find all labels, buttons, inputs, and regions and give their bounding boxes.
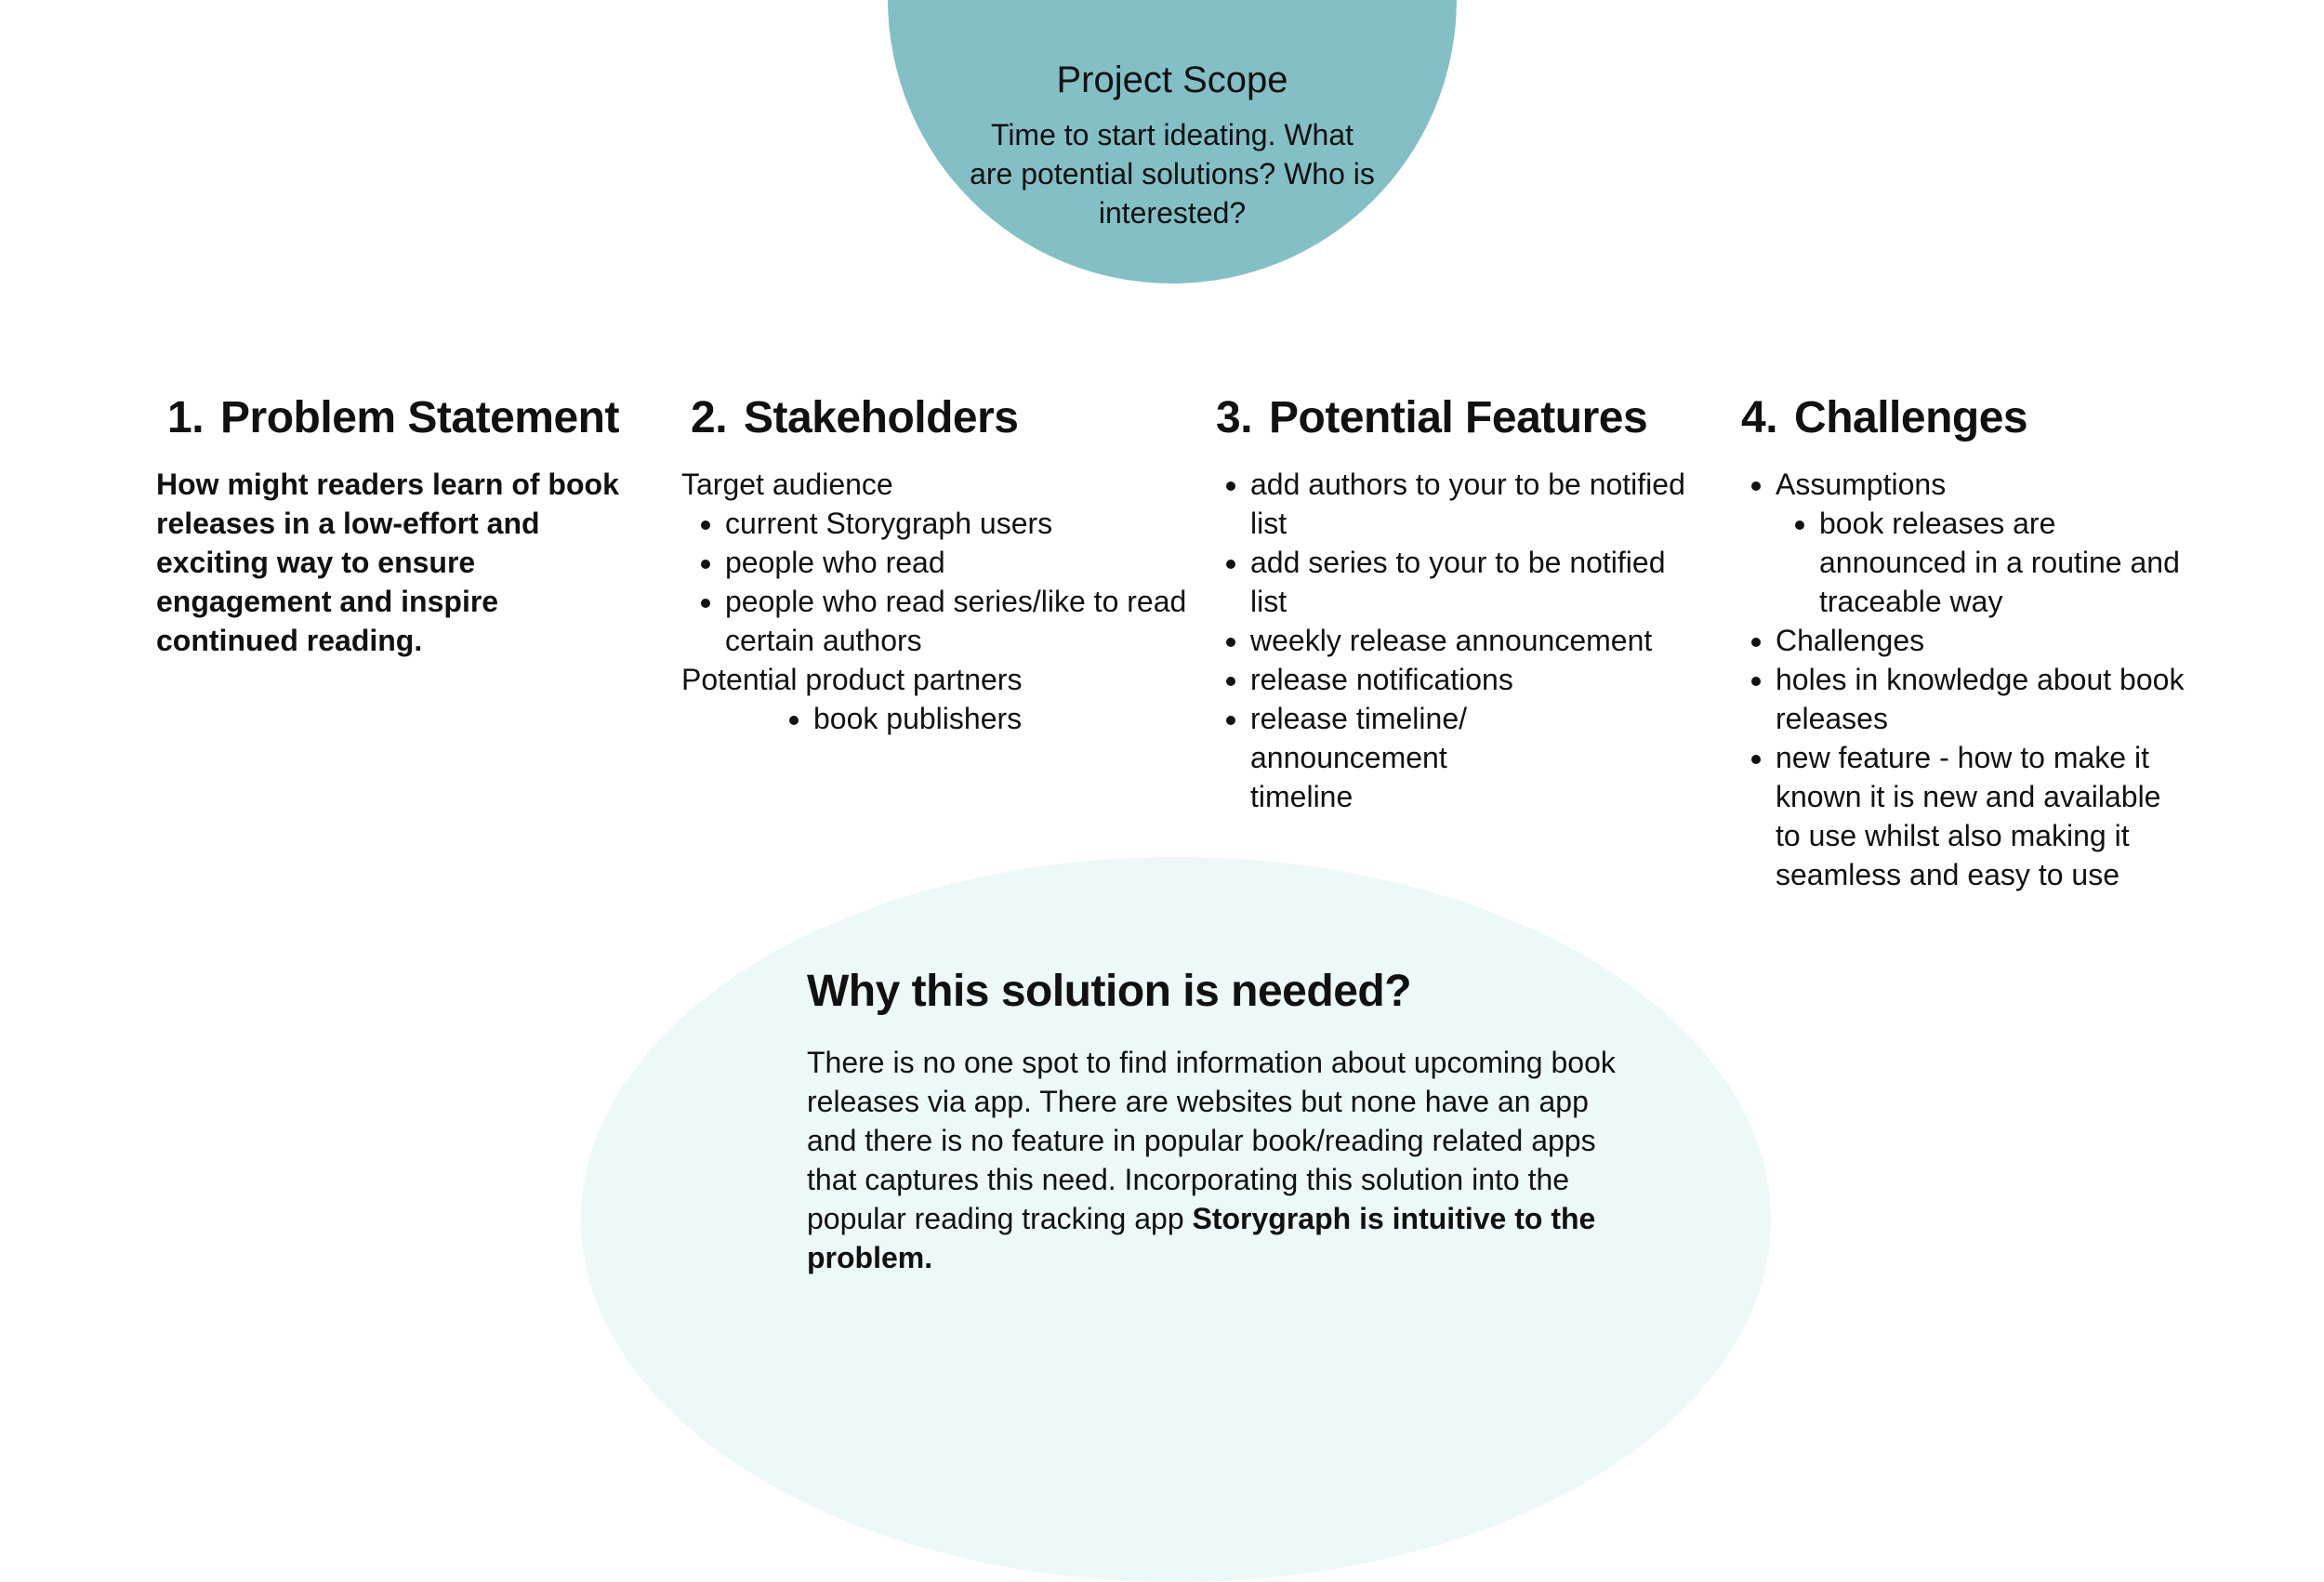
- list-item: release timeline/ announcement timeline: [1250, 699, 1557, 816]
- list-item: add series to your to be notified list: [1250, 543, 1687, 621]
- why-heading: Why this solution is needed?: [807, 967, 1412, 1016]
- list-item: release notifications: [1250, 660, 1687, 699]
- heading-title: Potential Features: [1269, 393, 1648, 442]
- why-text-bold: Storygraph is intuitive to the problem.: [807, 1202, 1596, 1274]
- target-audience-label: Target audience: [681, 468, 893, 501]
- problem-statement-heading: 1. Problem Statement: [167, 389, 651, 448]
- list-item: new feature - how to make it known it is…: [1776, 738, 2194, 894]
- potential-features-column: 3. Potential Features add authors to your…: [1216, 389, 1699, 816]
- assumptions-label: Assumptions: [1776, 468, 1947, 501]
- why-section: Why this solution is needed? There is no…: [807, 963, 1625, 1277]
- list-item: Assumptions book releases are announced …: [1776, 465, 2212, 621]
- heading-title: Stakeholders: [744, 393, 1019, 442]
- why-text: There is no one spot to find information…: [807, 1043, 1625, 1277]
- list-item: Challenges: [1776, 621, 2212, 660]
- challenges-heading: 4. Challenges: [1741, 389, 2262, 448]
- list-item: weekly release announcement: [1250, 621, 1687, 660]
- problem-statement-text: How might readers learn of book releases…: [156, 468, 619, 657]
- problem-statement-column: 1. Problem Statement How might readers le…: [156, 389, 651, 660]
- product-partners-label: Potential product partners: [681, 663, 1023, 696]
- project-scope-text: Time to start ideating. What are potenti…: [970, 118, 1375, 230]
- list-item: current Storygraph users: [725, 504, 1190, 543]
- project-scope-title: Project Scope: [1056, 59, 1288, 100]
- heading-title: Problem Statement: [220, 393, 619, 442]
- potential-features-heading: 3. Potential Features: [1216, 389, 1699, 448]
- heading-number: 2.: [691, 393, 728, 442]
- heading-number: 4.: [1741, 393, 1778, 442]
- list-item: people who read series/like to read cert…: [725, 582, 1190, 660]
- list-item: book releases are announced in a routine…: [1819, 504, 2210, 621]
- list-item: holes in knowledge about book releases: [1776, 660, 2212, 738]
- stakeholders-heading: 2. Stakeholders: [691, 389, 1193, 448]
- challenges-column: 4. Challenges Assumptions book releases a…: [1741, 389, 2262, 894]
- heading-title: Challenges: [1794, 393, 2028, 442]
- list-item: add authors to your to be notified list: [1250, 465, 1687, 543]
- heading-number: 3.: [1216, 393, 1253, 442]
- why-text-body: There is no one spot to find information…: [807, 1046, 1616, 1235]
- stakeholders-column: 2. Stakeholders Target audience current S…: [681, 389, 1193, 738]
- list-item: people who read: [725, 543, 1190, 582]
- heading-number: 1.: [167, 393, 205, 442]
- list-item: book publishers: [813, 699, 1193, 738]
